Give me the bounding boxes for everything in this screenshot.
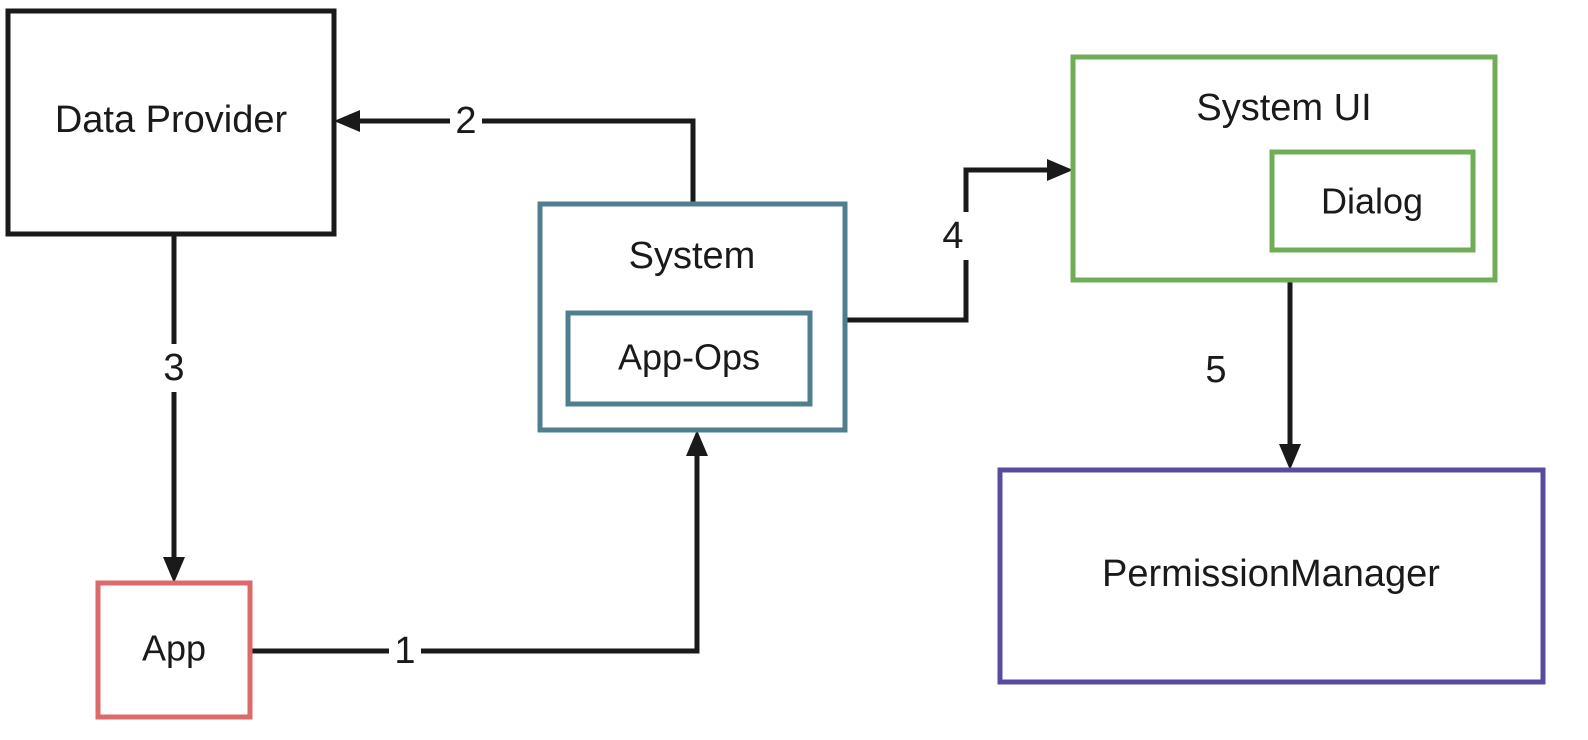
edge-label-backdrop-5: [1200, 346, 1232, 394]
node-box-app[interactable]: [95, 580, 253, 720]
edge-label-text-1: 1: [394, 630, 415, 672]
node-app[interactable]: App: [95, 580, 253, 720]
node-label-system-ui: System UI: [1196, 87, 1371, 129]
edge-label-5: 5: [1200, 346, 1232, 394]
node-app-ops[interactable]: App-Ops: [565, 310, 813, 407]
edge-label-4: 4: [937, 212, 969, 260]
edge-label-text-3: 3: [163, 347, 184, 389]
edge-label-1: 1: [389, 627, 421, 675]
node-box-app-ops[interactable]: [565, 310, 813, 407]
edge-labels-layer: 1 2 3 4 5: [158, 97, 1232, 675]
arrowhead-3: [163, 557, 185, 583]
edge-label-text-2: 2: [455, 100, 476, 142]
arrowhead-4: [1047, 159, 1073, 181]
edge-label-backdrop-2: [450, 97, 482, 145]
edge-label-3: 3: [158, 344, 190, 392]
edge-line-1: [250, 436, 700, 654]
edge-2: [334, 110, 696, 204]
node-label-app: App: [142, 628, 206, 669]
edge-label-text-4: 4: [942, 215, 963, 257]
node-label-system: System: [629, 235, 756, 277]
node-box-dialog[interactable]: [1269, 149, 1476, 253]
node-label-permission-manager: PermissionManager: [1102, 553, 1440, 595]
node-label-app-ops: App-Ops: [618, 337, 760, 378]
node-label-dialog: Dialog: [1321, 181, 1423, 222]
edge-label-2: 2: [450, 97, 482, 145]
arrowhead-1: [686, 430, 708, 456]
node-box-permission-manager[interactable]: [997, 467, 1546, 685]
node-dialog[interactable]: Dialog: [1269, 149, 1476, 253]
edge-1: [250, 430, 708, 654]
arrowhead-5: [1279, 444, 1301, 470]
node-permission-manager[interactable]: PermissionManager: [997, 467, 1546, 685]
edge-label-text-5: 5: [1205, 349, 1226, 391]
edge-label-backdrop-1: [389, 627, 421, 675]
edge-line-2: [341, 118, 696, 204]
edge-label-backdrop-4: [937, 212, 969, 260]
edge-label-backdrop-3: [158, 344, 190, 392]
edge-3: [163, 234, 185, 583]
node-box-data-provider[interactable]: [5, 8, 337, 237]
node-label-data-provider: Data Provider: [55, 99, 288, 141]
arrowhead-2: [334, 110, 360, 132]
edge-5: [1279, 280, 1301, 470]
node-data-provider[interactable]: Data Provider: [5, 8, 337, 237]
